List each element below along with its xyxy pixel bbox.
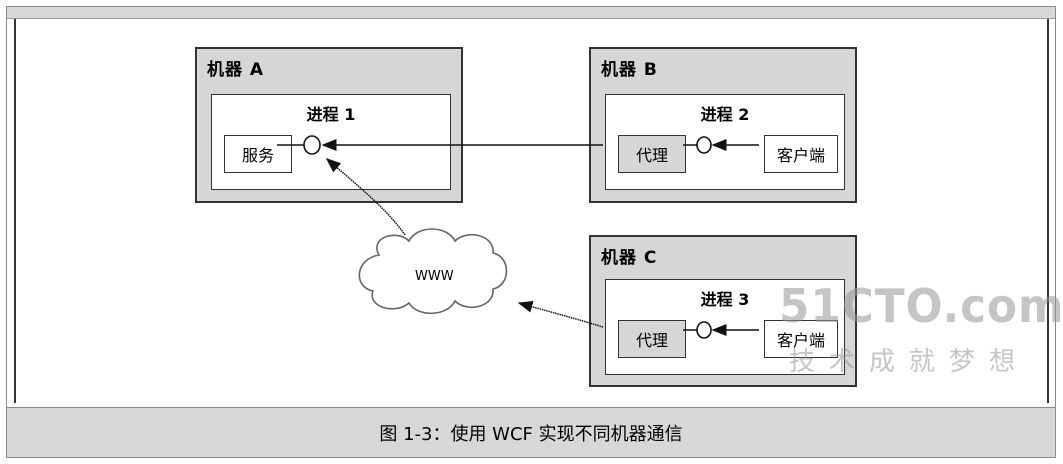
www-cloud [358, 228, 508, 314]
proxy-box-c: 代理 [618, 320, 686, 358]
figure-caption: 图 1-3：使用 WCF 实现不同机器通信 [7, 407, 1055, 457]
process-2: 进程 2 代理 客户端 [605, 94, 845, 190]
service-box: 服务 [224, 135, 292, 173]
watermark-main: 51CTO.com [779, 279, 1063, 333]
cloud-to-service-arrow [325, 158, 406, 236]
machine-c-title: 机器 C [601, 248, 658, 268]
machine-a-title: 机器 A [207, 60, 265, 80]
process-1-title: 进程 1 [306, 105, 356, 124]
watermark-logo: 51CTO.com 技术成就梦想 [779, 279, 1063, 389]
process-3-title: 进程 3 [700, 290, 750, 309]
process-2-title: 进程 2 [700, 105, 750, 124]
www-label: WWW [415, 269, 454, 284]
proxy-c-to-cloud-arrow [517, 300, 604, 328]
client-box-b: 客户端 [764, 135, 838, 173]
proxy-box-b: 代理 [618, 135, 686, 173]
client-box-c: 客户端 [764, 320, 838, 358]
machine-b: 机器 B 进程 2 代理 客户端 [589, 47, 857, 203]
proxy-b-endpoint-circle [696, 136, 712, 154]
service-endpoint-circle [303, 135, 321, 155]
top-band [7, 7, 1055, 19]
proxy-c-endpoint-circle [696, 321, 712, 339]
machine-b-title: 机器 B [601, 60, 658, 80]
right-rule [1047, 19, 1049, 403]
figure-frame: 机器 A 进程 1 服务 机器 B 进程 2 代理 客户端 机器 C 进程 3 … [6, 6, 1063, 458]
connector-layer [277, 135, 759, 339]
left-rule [14, 19, 16, 403]
watermark-slogan: 技术成就梦想 [789, 347, 1030, 377]
